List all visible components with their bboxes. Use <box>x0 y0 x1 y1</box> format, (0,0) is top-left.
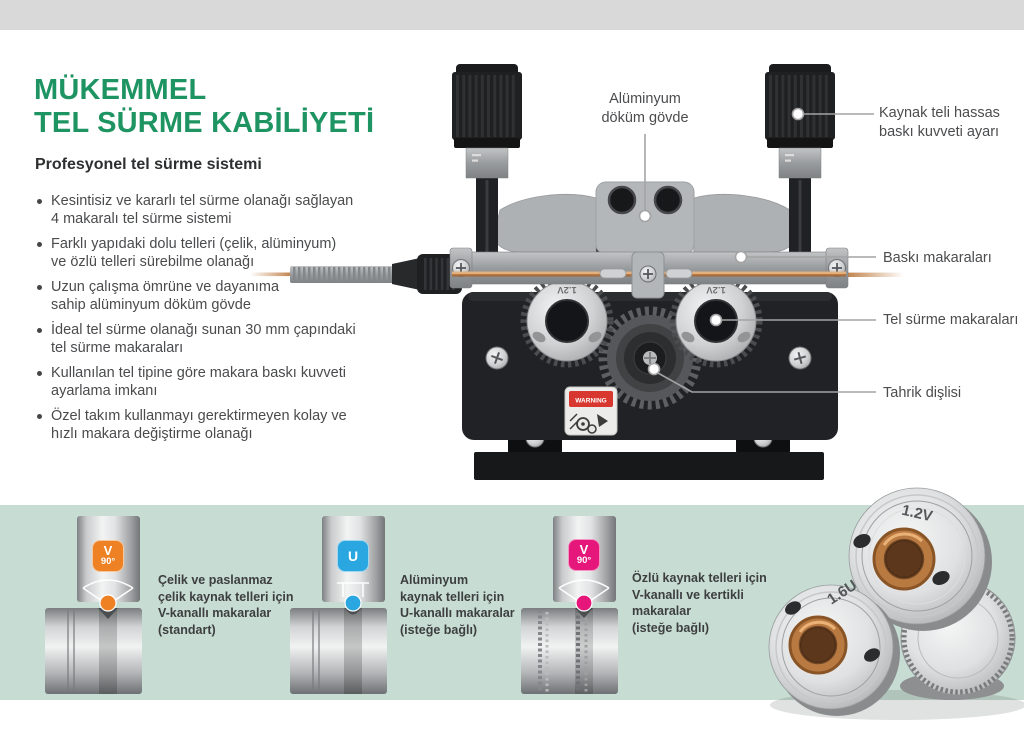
warning-label-text: WARNING <box>575 398 606 405</box>
roller-marking: 1.2V <box>557 284 577 295</box>
roller-type-description-cored: Özlü kaynak telleri için V-kanallı ve ke… <box>632 571 767 635</box>
product-rollers-photo: 1.2V 1.6U <box>768 487 1024 720</box>
v-groove-badge-cored: V 90° <box>568 539 600 571</box>
feature-item: Kesintisiz ve kararlı tel sürme olanağı … <box>36 193 356 228</box>
roller-marking: 1.2V <box>706 284 726 295</box>
feature-item: Kullanılan tel tipine göre makara baskı … <box>36 365 356 400</box>
badge-angle: 90° <box>100 556 116 567</box>
roller-1-2v: 1.2V <box>848 487 992 631</box>
feature-list: Kesintisiz ve kararlı tel sürme olanağı … <box>36 193 356 451</box>
plate-screws <box>485 346 812 370</box>
wire-feeder-illustration: WARNING <box>250 64 904 480</box>
page-title: MÜKEMMEL TEL SÜRME KABİLİYETİ <box>34 74 375 139</box>
badge-letter: V <box>579 542 589 557</box>
callout-pressure-adjustment: Kaynak teli hassas baskı kuvveti ayarı <box>879 105 1000 140</box>
v-groove-badge-steel: V 90° <box>92 540 124 572</box>
callout-lines <box>644 113 876 393</box>
feature-item: İdeal tel sürme olanağı sunan 30 mm çapı… <box>36 322 356 357</box>
pressure-knob-right <box>765 64 835 262</box>
wire-clamp <box>599 251 693 299</box>
badge-angle: 90° <box>576 555 592 566</box>
feature-item: Farklı yapıdaki dolu telleri (çelik, alü… <box>36 236 356 271</box>
feature-item: Uzun çalışma ömrüne ve dayanıma sahip al… <box>36 279 356 314</box>
callout-aluminum-body: Alüminyum döküm gövde <box>601 91 689 126</box>
warning-label: WARNING <box>564 386 618 436</box>
wire-inlet <box>250 254 462 294</box>
callout-feed-rollers: Tel sürme makaraları <box>883 312 1019 328</box>
roller-pair-knurled <box>521 516 618 694</box>
top-bar <box>0 0 1024 30</box>
badge-letter: U <box>347 548 359 564</box>
roller-type-description-aluminum: Alüminyum kaynak telleri için U-kanallı … <box>400 573 515 637</box>
feature-item: Özel takım kullanmayı gerektirmeyen kola… <box>36 408 356 443</box>
callout-dots <box>638 107 805 376</box>
roller-size-label: 1.2V <box>900 502 934 526</box>
pressure-knob-left <box>452 64 522 262</box>
roller-1-6u: 1.6U <box>768 577 900 716</box>
callout-pressure-rollers: Baskı makaraları <box>883 250 992 266</box>
page-subtitle: Profesyonel tel sürme sistemi <box>35 156 262 173</box>
wire-outlet <box>846 272 904 277</box>
badge-letter: V <box>103 543 113 558</box>
u-groove-badge-aluminum: U <box>337 540 369 572</box>
roller-type-description-steel: Çelik ve paslanmaz çelik kaynak telleri … <box>158 573 294 637</box>
callout-drive-gear: Tahrik dişlisi <box>883 385 962 401</box>
